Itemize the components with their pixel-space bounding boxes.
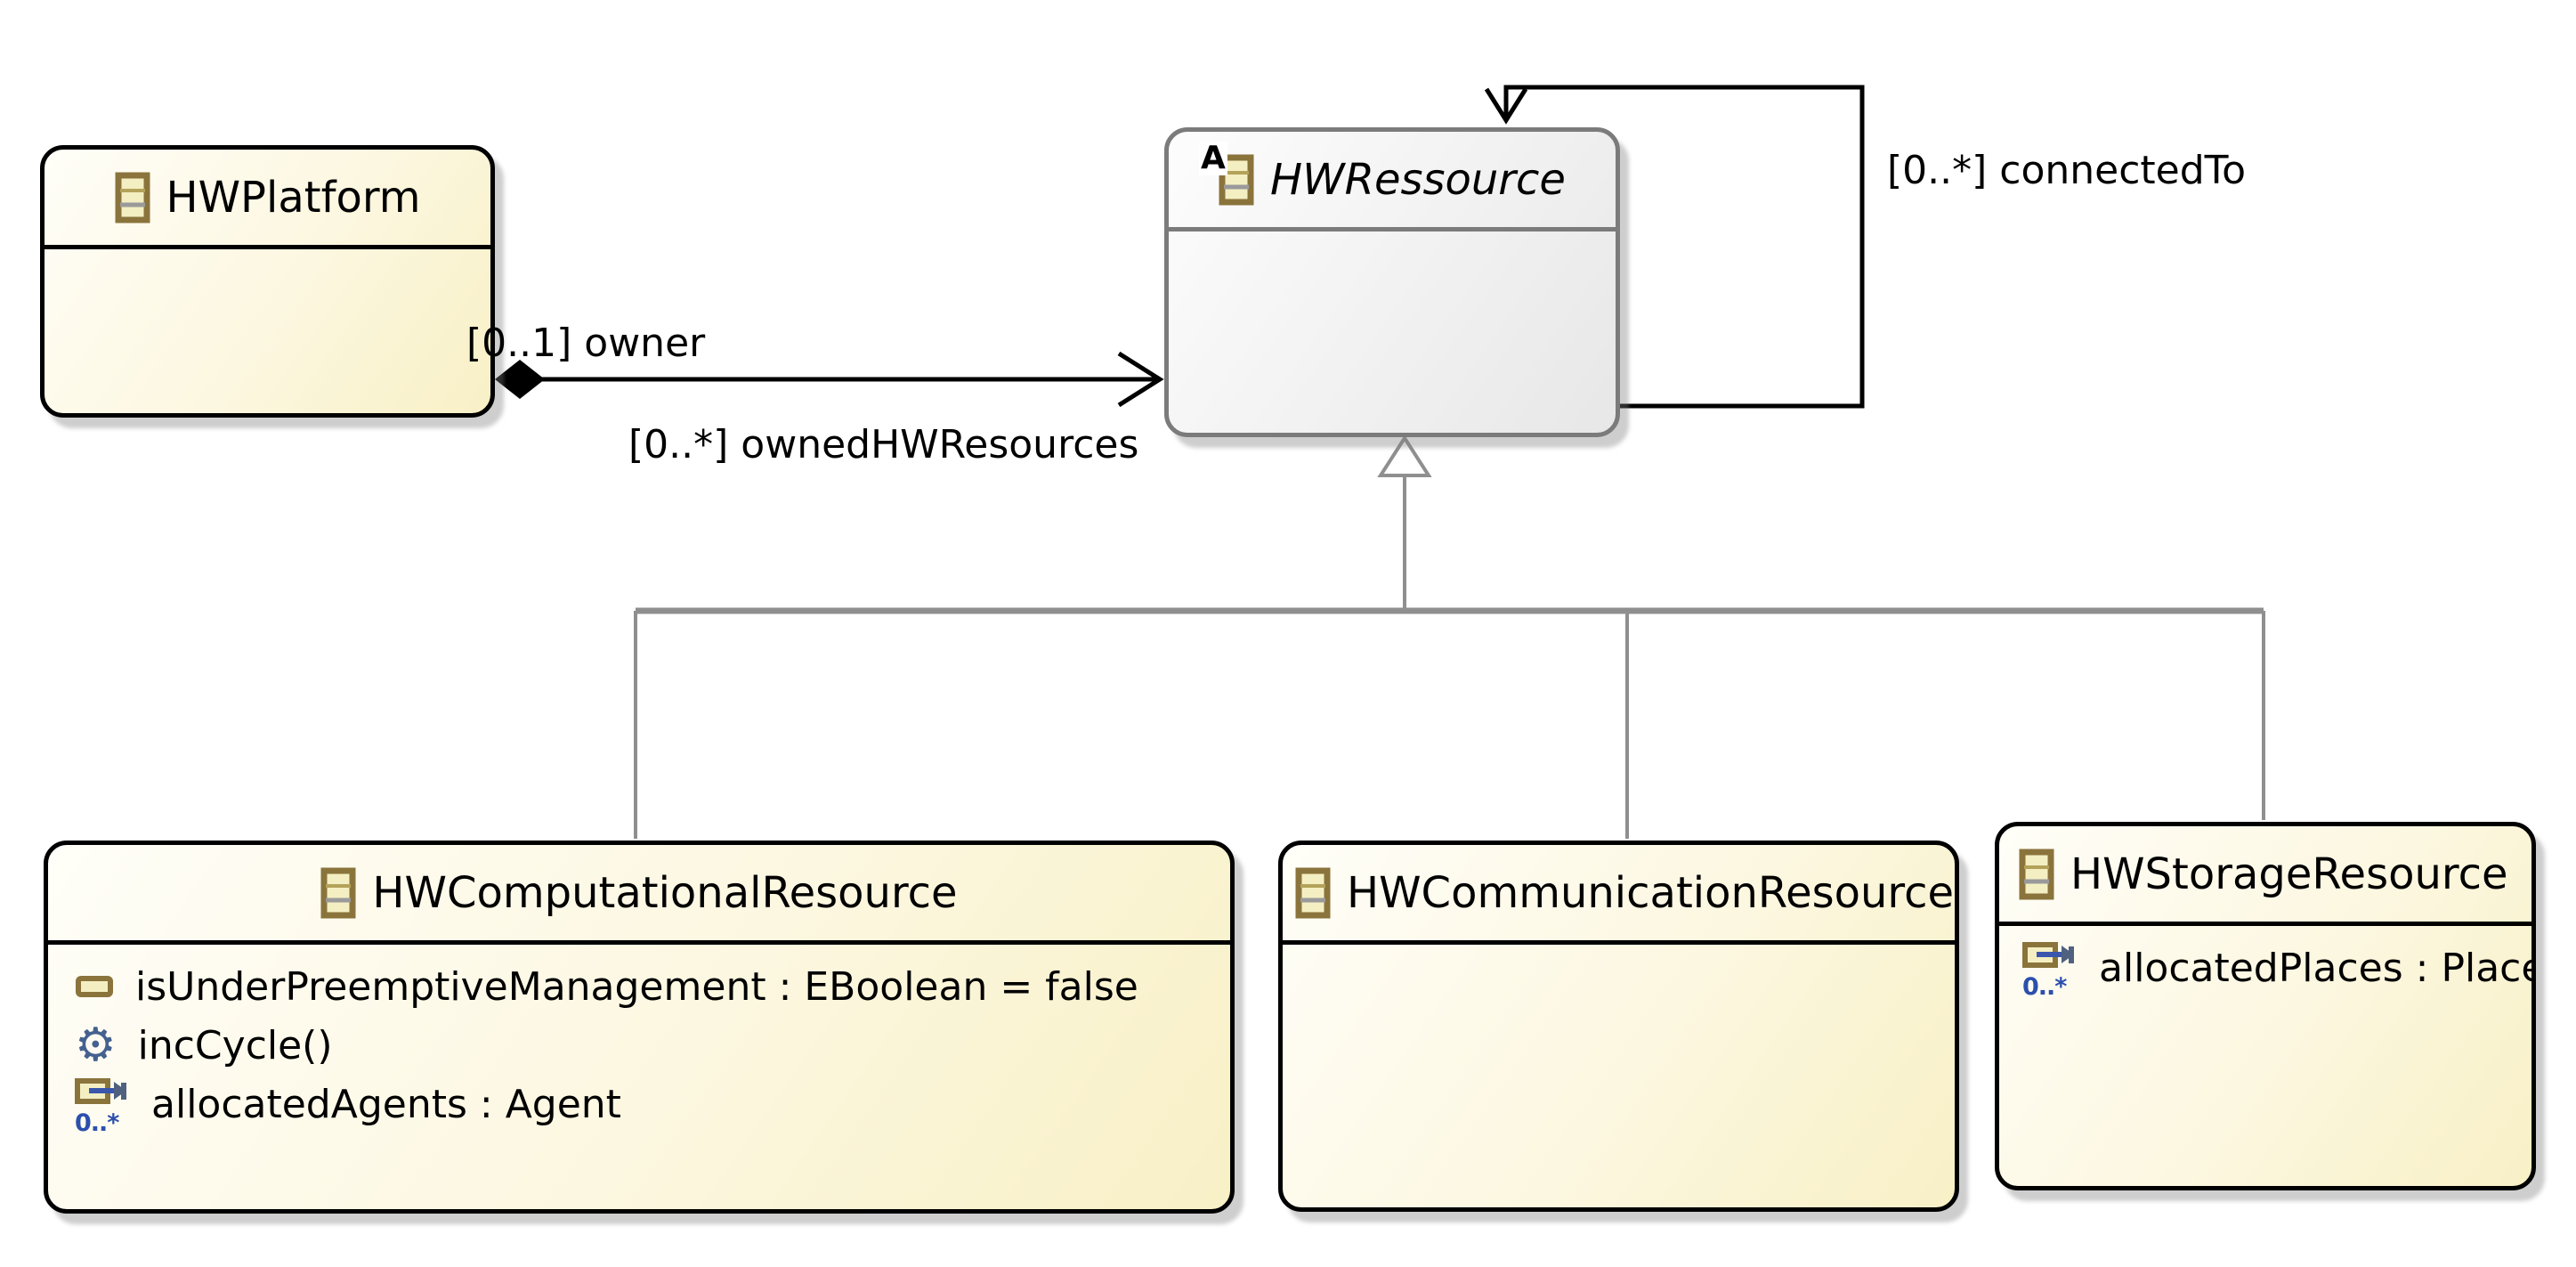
class-hwressource-header: A HWRessource (1169, 132, 1616, 231)
class-hwplatform-title: HWPlatform (166, 172, 421, 223)
class-hwcomputationalresource-title: HWComputationalResource (372, 867, 958, 918)
class-hwcomputationalresource-header: HWComputationalResource (48, 845, 1230, 945)
composition-diamond (495, 360, 545, 399)
eclass-icon (320, 867, 356, 919)
eclass-icon: A (1199, 141, 1254, 206)
reference-row-allocatedagents[interactable]: 0..* allocatedAgents : Agent (48, 1075, 1230, 1133)
reference-label-clip: allocatedAgents : Agent (151, 1082, 643, 1127)
class-hwressource-title: HWRessource (1270, 154, 1566, 205)
composition-arrowhead (1117, 351, 1164, 408)
class-hwplatform[interactable]: HWPlatform (40, 145, 495, 418)
eclass-icon (1295, 867, 1331, 919)
class-hwplatform-header: HWPlatform (45, 150, 490, 249)
class-hwplatform-body (45, 249, 490, 413)
class-hwcomputationalresource-body: isUnderPreemptiveManagement : EBoolean =… (48, 945, 1230, 1209)
edge-label-ownedhwresources[interactable]: [0..*] ownedHWResources (628, 422, 1139, 467)
reference-multiplicity: 0..* (75, 1109, 119, 1134)
ereference-icon: 0..* (2022, 938, 2078, 999)
edge-label-owner[interactable]: [0..1] owner (466, 321, 706, 366)
self-association-arrowhead (1484, 87, 1528, 125)
ereference-icon: 0..* (75, 1075, 130, 1133)
class-hwstorageresource-header: HWStorageResource (1999, 826, 2531, 926)
class-hwcomputationalresource[interactable]: HWComputationalResource isUnderPreemptiv… (44, 841, 1235, 1214)
generalization-triangle (1377, 435, 1432, 477)
gear-icon: ⚙ (75, 1019, 117, 1072)
abstract-a-badge: A (1199, 139, 1227, 176)
class-hwressource-body (1169, 231, 1616, 433)
operation-row-inccycle[interactable]: ⚙ incCycle() (48, 1016, 1230, 1075)
class-hwstorageresource-body: 0..* allocatedPlaces : Place (1999, 926, 2531, 1186)
reference-row-allocatedplaces[interactable]: 0..* allocatedPlaces : Place (1999, 935, 2531, 1001)
class-hwcommunicationresource-body (1283, 945, 1955, 1207)
eattribute-icon (75, 975, 114, 998)
class-hwressource[interactable]: A HWRessource (1164, 127, 1620, 437)
class-hwcommunicationresource-title: HWCommunicationResource (1347, 867, 1955, 918)
eclass-icon (115, 172, 150, 223)
attribute-label: isUnderPreemptiveManagement : EBoolean =… (135, 963, 1138, 1010)
class-hwstorageresource[interactable]: HWStorageResource 0..* allocatedPlaces :… (1995, 822, 2536, 1190)
reference-multiplicity: 0..* (2022, 972, 2067, 1001)
class-hwcommunicationresource-header: HWCommunicationResource (1283, 845, 1955, 945)
reference-label: allocatedAgents : Agent (151, 1081, 621, 1127)
attribute-row-isunderpreemptivemanagement[interactable]: isUnderPreemptiveManagement : EBoolean =… (48, 957, 1230, 1016)
operation-label: incCycle() (137, 1022, 333, 1068)
eclass-icon (2019, 849, 2054, 900)
edge-label-connectedto[interactable]: [0..*] connectedTo (1887, 148, 2247, 193)
class-hwcommunicationresource[interactable]: HWCommunicationResource (1278, 841, 1959, 1212)
reference-label: allocatedPlaces : Place (2099, 945, 2531, 991)
class-hwstorageresource-title: HWStorageResource (2070, 849, 2508, 899)
self-association-edge-connectedto[interactable] (1503, 85, 1865, 409)
